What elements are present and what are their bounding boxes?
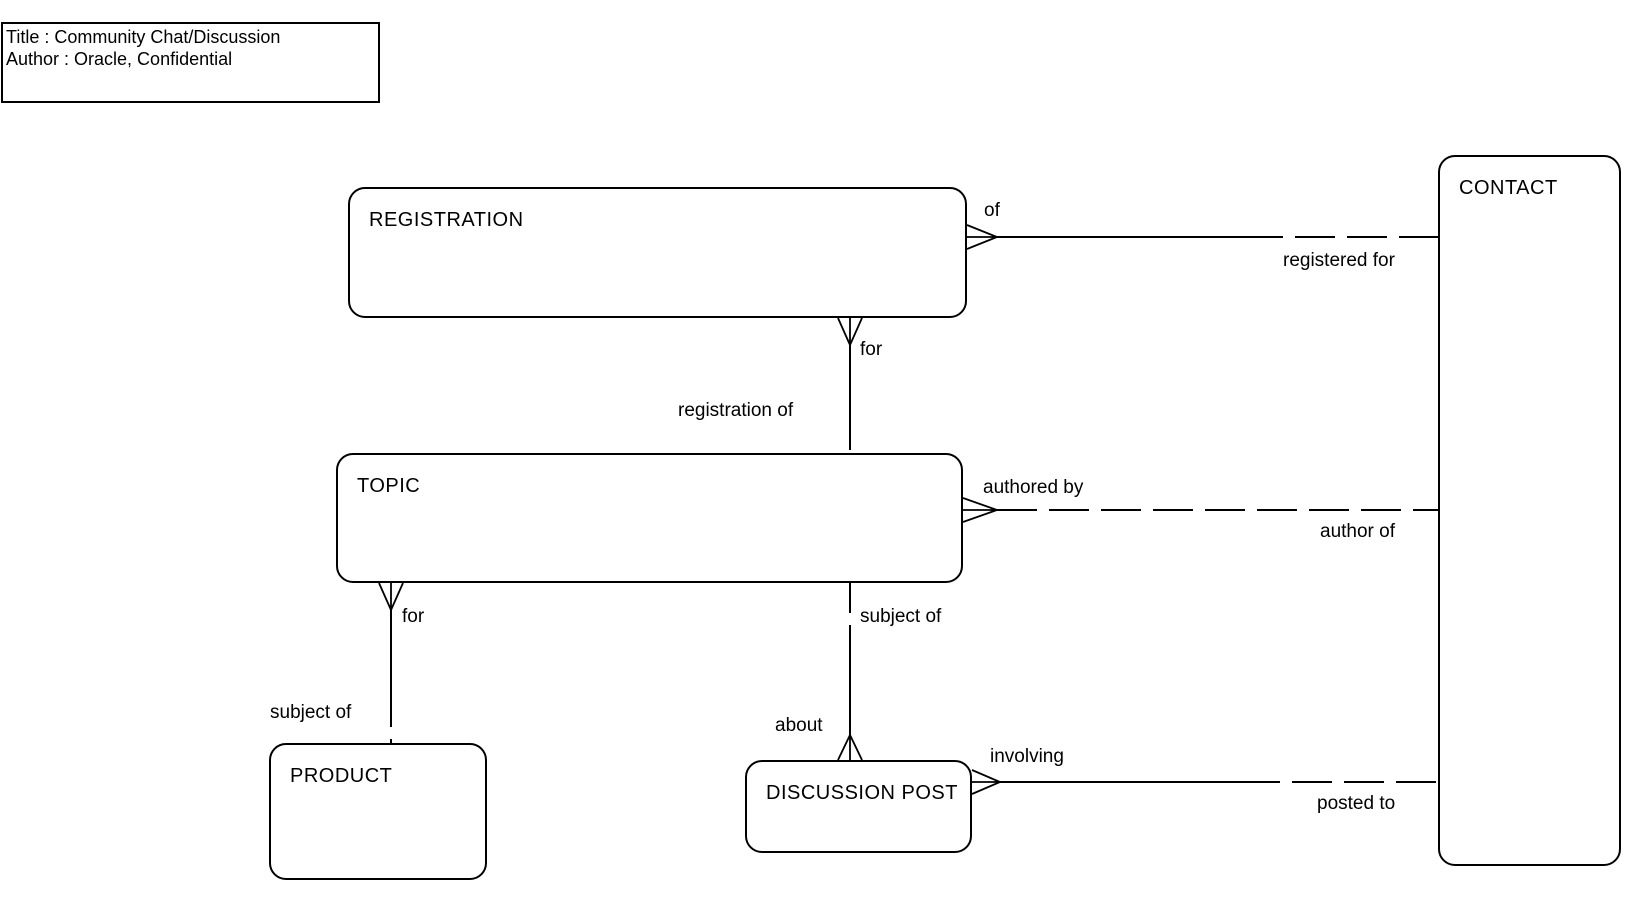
connector-discussion-post-contact [971, 769, 1438, 795]
entity-topic-name: TOPIC [357, 475, 421, 497]
entity-discussion-post[interactable]: DISCUSSION POST [745, 760, 972, 853]
entity-registration-name: REGISTRATION [369, 209, 524, 231]
crows-foot-registration-topic-icon [837, 317, 863, 348]
crows-foot-topic-product-icon [378, 582, 404, 613]
label-topic-contact-near: authored by [983, 477, 1084, 498]
label-discussion-post-topic-near: about [775, 715, 823, 736]
crows-foot-discussion-post-topic-icon [837, 732, 863, 761]
connector-discussion-post-topic [837, 583, 863, 761]
connector-registration-contact [966, 224, 1438, 250]
crows-foot-discussion-post-contact-icon [971, 769, 1003, 795]
connector-topic-contact [962, 497, 1438, 523]
entity-contact[interactable]: CONTACT [1438, 155, 1621, 866]
label-registration-topic-near: for [860, 339, 883, 360]
connector-topic-product [378, 582, 404, 743]
diagram-title-box: Title : Community Chat/Discussion Author… [1, 22, 380, 103]
diagram-title: Title : Community Chat/Discussion [6, 27, 281, 47]
entity-product-name: PRODUCT [290, 765, 393, 787]
label-registration-topic-far: registration of [678, 400, 794, 421]
label-registration-contact-near: of [984, 200, 1000, 221]
entity-topic[interactable]: TOPIC [336, 453, 963, 583]
label-registration-contact-far: registered for [1283, 250, 1395, 271]
entity-contact-name: CONTACT [1459, 177, 1558, 199]
crows-foot-topic-contact-icon [962, 497, 1000, 523]
label-topic-contact-far: author of [1320, 521, 1395, 542]
diagram-author: Author : Oracle, Confidential [6, 49, 233, 69]
entity-product[interactable]: PRODUCT [269, 743, 487, 880]
label-topic-product-near: for [402, 606, 425, 627]
label-discussion-post-contact-near: involving [990, 746, 1064, 767]
label-topic-product-far: subject of [270, 702, 352, 723]
connector-registration-topic [837, 317, 863, 453]
entity-discussion-post-name: DISCUSSION POST [766, 782, 958, 804]
crows-foot-registration-contact-icon [966, 224, 1000, 250]
label-discussion-post-topic-far: subject of [860, 606, 942, 627]
label-discussion-post-contact-far: posted to [1317, 793, 1396, 814]
entity-registration[interactable]: REGISTRATION [348, 187, 967, 318]
